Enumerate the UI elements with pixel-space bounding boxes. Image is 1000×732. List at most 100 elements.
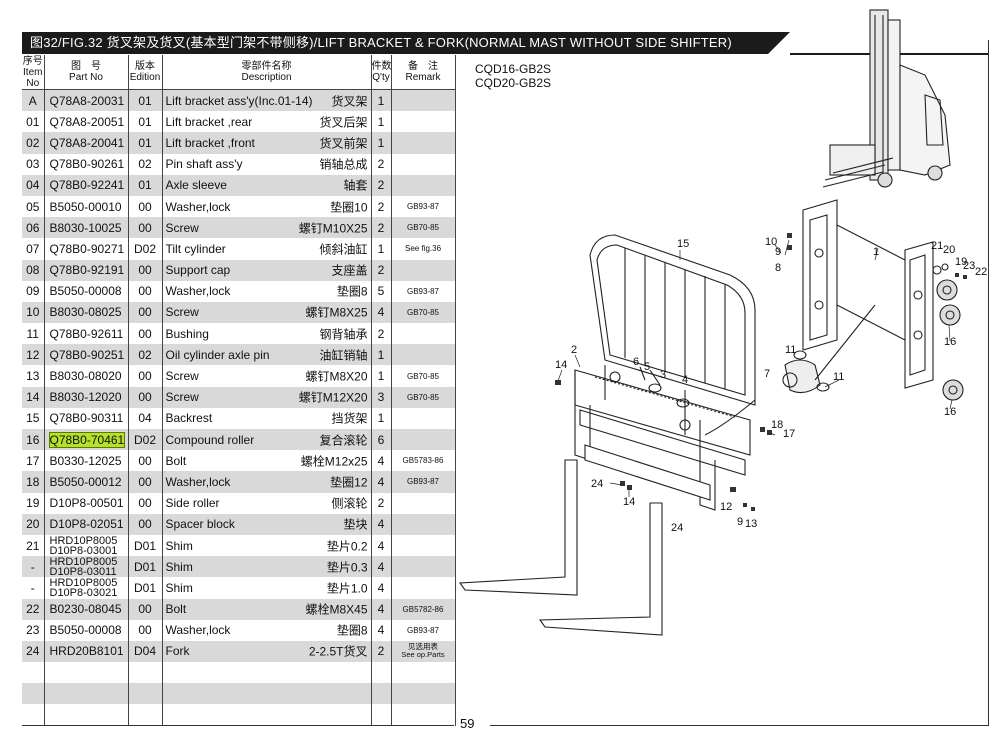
description-en: Shim: [165, 580, 193, 595]
fork-parts: [458, 459, 663, 636]
description-en: Axle sleeve: [165, 178, 227, 193]
description-cn: 垫圈12: [330, 475, 368, 490]
cell-edition: 00: [128, 492, 163, 514]
callout-11-lower: 11: [833, 371, 844, 383]
description-en: Shim: [165, 559, 193, 574]
cell-item-no: 09: [22, 280, 45, 302]
cell-edition: 00: [128, 598, 163, 620]
callout-24-lower: 24: [671, 522, 683, 534]
cell-remark: [391, 513, 456, 535]
cell-remark: [391, 323, 456, 345]
description-en: Spacer block: [165, 517, 235, 532]
page-edge-rule: [988, 40, 989, 726]
cell-part-no: D10P8-00501: [44, 492, 129, 514]
cell-part-no: B0230-08045: [44, 598, 129, 620]
cell-edition: 00: [128, 619, 163, 641]
description-cn: 货叉前架: [319, 136, 368, 151]
cell-part-no: Q78B0-92191: [44, 259, 129, 281]
cell-edition: D04: [128, 640, 163, 663]
part-no-text: Q78B0-90311: [49, 411, 124, 426]
cell-remark: [391, 89, 456, 112]
description-cn: 垫圈10: [330, 200, 368, 215]
cell-empty: [44, 662, 129, 684]
tilt-cylinder-part: [639, 304, 876, 436]
cell-item-no: 24: [22, 640, 45, 663]
cell-item-no: 02: [22, 132, 45, 154]
description-cn: 螺栓M12x25: [300, 454, 368, 469]
description-cn: 支座盖: [331, 263, 368, 278]
part-no-text: Q78B0-90271: [49, 241, 125, 256]
cell-item-no: 11: [22, 323, 45, 345]
callout-9-lower: 9: [737, 516, 743, 528]
cell-part-no: Q78B0-90311: [44, 407, 129, 429]
cell-item-no: 04: [22, 174, 45, 196]
cell-item-no: 01: [22, 111, 45, 133]
cell-item-no: 12: [22, 344, 45, 366]
cell-item-no: 17: [22, 450, 45, 472]
description-en: Backrest: [165, 411, 213, 426]
cell-remark: [391, 344, 456, 366]
description-cn: 复合滚轮: [319, 433, 368, 448]
cell-empty: [391, 662, 456, 684]
cell-item-no: 05: [22, 195, 45, 218]
callout-14: 14: [555, 359, 567, 371]
cell-edition: 00: [128, 513, 163, 535]
cell-qty: 5: [371, 280, 392, 302]
cell-part-no: B5050-00008: [44, 280, 129, 302]
part-no-line: HRD10P8005: [49, 577, 118, 589]
description-en: Tilt cylinder: [165, 241, 226, 256]
description-cn: 垫片0.3: [326, 560, 368, 575]
cell-part-no: B5050-00010: [44, 195, 129, 218]
title-bar-tail: [768, 32, 790, 54]
cell-part-no: B5050-00012: [44, 471, 129, 493]
callout-1: 1: [873, 246, 879, 258]
cell-item-no: 21: [22, 534, 45, 557]
callout-18: 18: [771, 419, 783, 431]
description-cn: 挡货架: [331, 411, 368, 426]
description-en: Lift bracket ,rear: [165, 114, 253, 129]
exploded-diagram: 1 2 3 4 5 6 7 8 9 9 10 11 11 12 13 14 14…: [458, 9, 987, 636]
cell-edition: D02: [128, 238, 163, 260]
cell-edition: D02: [128, 429, 163, 451]
description-cn: 垫片1.0: [326, 581, 368, 596]
cell-qty: 1: [371, 89, 392, 112]
cell-edition: 02: [128, 153, 163, 175]
part-no-text: D10P8-02051: [49, 517, 124, 532]
part-no-text: Q78B0-92191: [49, 263, 125, 278]
cell-item-no: 16: [22, 429, 45, 451]
part-no-text: Q78B0-70461: [48, 431, 126, 448]
cell-part-no: B8030-10025: [44, 217, 129, 239]
description-cn: 螺钉M10X25: [298, 221, 368, 236]
cell-part-no: Q78B0-90251: [44, 344, 129, 366]
cell-empty: [128, 704, 163, 726]
cell-part-no: D10P8-02051: [44, 513, 129, 535]
cell-qty: 1: [371, 365, 392, 387]
part-no-text: Q78A8-20041: [49, 135, 125, 150]
model-name: CQD20-GB2S: [475, 76, 552, 90]
header-part-no: 图 号 Part No: [44, 55, 129, 90]
callout-4: 4: [682, 374, 688, 386]
description-cn: 货叉架: [331, 94, 368, 109]
callout-24: 24: [591, 478, 603, 490]
cell-remark: GB93-87: [391, 471, 456, 493]
cell-item-no: 10: [22, 301, 45, 324]
callout-15: 15: [677, 238, 689, 250]
description-cn: 螺钉M12X20: [298, 390, 368, 405]
figure-title-bar: 图32/FIG.32 货叉架及货叉(基本型门架不带侧移)/LIFT BRACKE…: [22, 32, 768, 54]
cell-part-no: Q78A8-20031: [44, 89, 129, 112]
description-en: Support cap: [165, 263, 231, 278]
cell-empty: [371, 683, 392, 705]
